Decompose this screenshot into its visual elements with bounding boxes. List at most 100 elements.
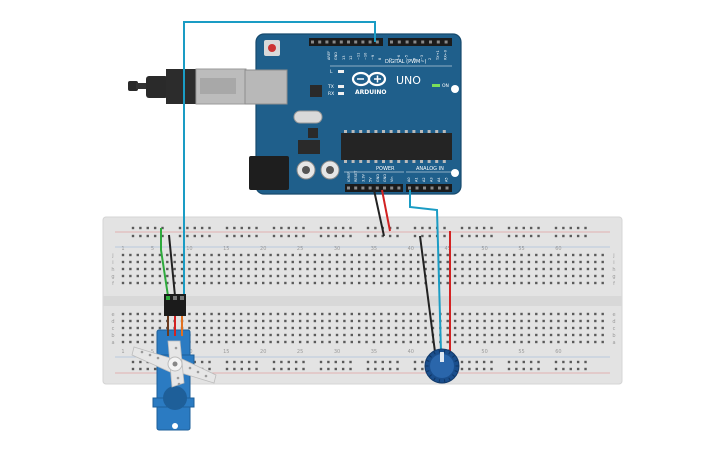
breadboard-hole[interactable]: [446, 267, 449, 271]
rail-hole[interactable]: [396, 234, 399, 238]
breadboard-hole[interactable]: [439, 267, 442, 271]
breadboard-hole[interactable]: [468, 333, 472, 337]
breadboard-hole[interactable]: [276, 281, 280, 285]
breadboard-hole[interactable]: [557, 312, 560, 316]
breadboard-hole[interactable]: [549, 312, 553, 316]
rail-hole[interactable]: [428, 226, 431, 230]
breadboard-hole[interactable]: [291, 274, 294, 278]
rail-hole[interactable]: [225, 234, 229, 238]
rail-hole[interactable]: [349, 234, 352, 238]
breadboard-hole[interactable]: [276, 260, 280, 264]
breadboard-hole[interactable]: [505, 326, 508, 330]
breadboard-hole[interactable]: [483, 340, 486, 344]
breadboard-hole[interactable]: [247, 267, 250, 271]
rail-hole[interactable]: [193, 226, 196, 230]
breadboard-hole[interactable]: [121, 333, 125, 337]
breadboard-hole[interactable]: [210, 312, 213, 316]
breadboard-hole[interactable]: [387, 326, 390, 330]
rail-hole[interactable]: [413, 367, 417, 371]
breadboard-hole[interactable]: [225, 281, 228, 285]
breadboard-hole[interactable]: [143, 267, 147, 271]
breadboard-hole[interactable]: [262, 312, 265, 316]
potentiometer[interactable]: [424, 348, 460, 384]
breadboard-hole[interactable]: [188, 319, 191, 323]
rail-hole[interactable]: [584, 367, 587, 371]
header-pin[interactable]: [325, 40, 329, 44]
breadboard-hole[interactable]: [527, 333, 531, 337]
breadboard-hole[interactable]: [417, 312, 420, 316]
breadboard-hole[interactable]: [417, 333, 420, 337]
breadboard-hole[interactable]: [343, 274, 346, 278]
rail-hole[interactable]: [460, 367, 464, 371]
breadboard-hole[interactable]: [417, 267, 420, 271]
breadboard-hole[interactable]: [498, 326, 501, 330]
breadboard-hole[interactable]: [387, 319, 390, 323]
breadboard-hole[interactable]: [188, 260, 191, 264]
breadboard-hole[interactable]: [512, 326, 516, 330]
header-pin[interactable]: [430, 186, 434, 190]
rail-hole[interactable]: [186, 226, 189, 230]
rail-hole[interactable]: [475, 360, 478, 364]
breadboard-hole[interactable]: [461, 326, 464, 330]
breadboard-hole[interactable]: [402, 326, 405, 330]
rail-hole[interactable]: [490, 234, 493, 238]
breadboard-hole[interactable]: [439, 281, 442, 285]
breadboard-hole[interactable]: [121, 274, 125, 278]
breadboard-hole[interactable]: [284, 326, 287, 330]
breadboard-hole[interactable]: [372, 333, 376, 337]
breadboard-hole[interactable]: [601, 267, 604, 271]
rail-hole[interactable]: [537, 226, 540, 230]
breadboard-hole[interactable]: [129, 326, 132, 330]
breadboard-hole[interactable]: [542, 281, 545, 285]
breadboard-hole[interactable]: [166, 253, 169, 257]
rail-hole[interactable]: [139, 360, 142, 364]
breadboard-hole[interactable]: [313, 333, 317, 337]
breadboard-hole[interactable]: [217, 333, 221, 337]
breadboard-hole[interactable]: [549, 340, 553, 344]
breadboard-hole[interactable]: [512, 267, 516, 271]
breadboard-hole[interactable]: [151, 312, 154, 316]
breadboard-hole[interactable]: [210, 253, 213, 257]
rail-hole[interactable]: [255, 367, 258, 371]
rail-hole[interactable]: [139, 367, 142, 371]
rail-hole[interactable]: [421, 367, 424, 371]
rail-hole[interactable]: [287, 226, 290, 230]
rail-hole[interactable]: [208, 360, 211, 364]
breadboard-hole[interactable]: [321, 281, 324, 285]
rail-hole[interactable]: [490, 226, 493, 230]
rail-hole[interactable]: [482, 360, 486, 364]
breadboard-hole[interactable]: [527, 253, 531, 257]
breadboard-hole[interactable]: [586, 312, 590, 316]
rail-hole[interactable]: [584, 234, 587, 238]
breadboard-hole[interactable]: [476, 333, 479, 337]
breadboard-hole[interactable]: [350, 333, 353, 337]
breadboard-hole[interactable]: [350, 274, 353, 278]
header-pin[interactable]: [375, 40, 379, 44]
rail-hole[interactable]: [294, 360, 298, 364]
breadboard-hole[interactable]: [564, 326, 567, 330]
breadboard-hole[interactable]: [298, 312, 302, 316]
breadboard-hole[interactable]: [335, 267, 339, 271]
breadboard-hole[interactable]: [335, 319, 339, 323]
rail-hole[interactable]: [569, 360, 572, 364]
breadboard-hole[interactable]: [350, 340, 353, 344]
breadboard-hole[interactable]: [350, 319, 353, 323]
breadboard-hole[interactable]: [166, 267, 169, 271]
breadboard-hole[interactable]: [225, 312, 228, 316]
breadboard-hole[interactable]: [291, 253, 294, 257]
rail-hole[interactable]: [381, 367, 384, 371]
breadboard-hole[interactable]: [217, 281, 221, 285]
breadboard-hole[interactable]: [262, 253, 265, 257]
header-pin[interactable]: [361, 40, 365, 44]
breadboard-hole[interactable]: [276, 340, 280, 344]
breadboard-hole[interactable]: [512, 333, 516, 337]
breadboard-hole[interactable]: [505, 333, 508, 337]
rail-hole[interactable]: [240, 234, 243, 238]
rail-hole[interactable]: [584, 226, 587, 230]
breadboard-hole[interactable]: [535, 326, 538, 330]
breadboard-hole[interactable]: [476, 267, 479, 271]
breadboard-hole[interactable]: [571, 260, 575, 264]
rail-hole[interactable]: [388, 367, 392, 371]
rail-hole[interactable]: [374, 234, 377, 238]
breadboard-hole[interactable]: [151, 281, 154, 285]
